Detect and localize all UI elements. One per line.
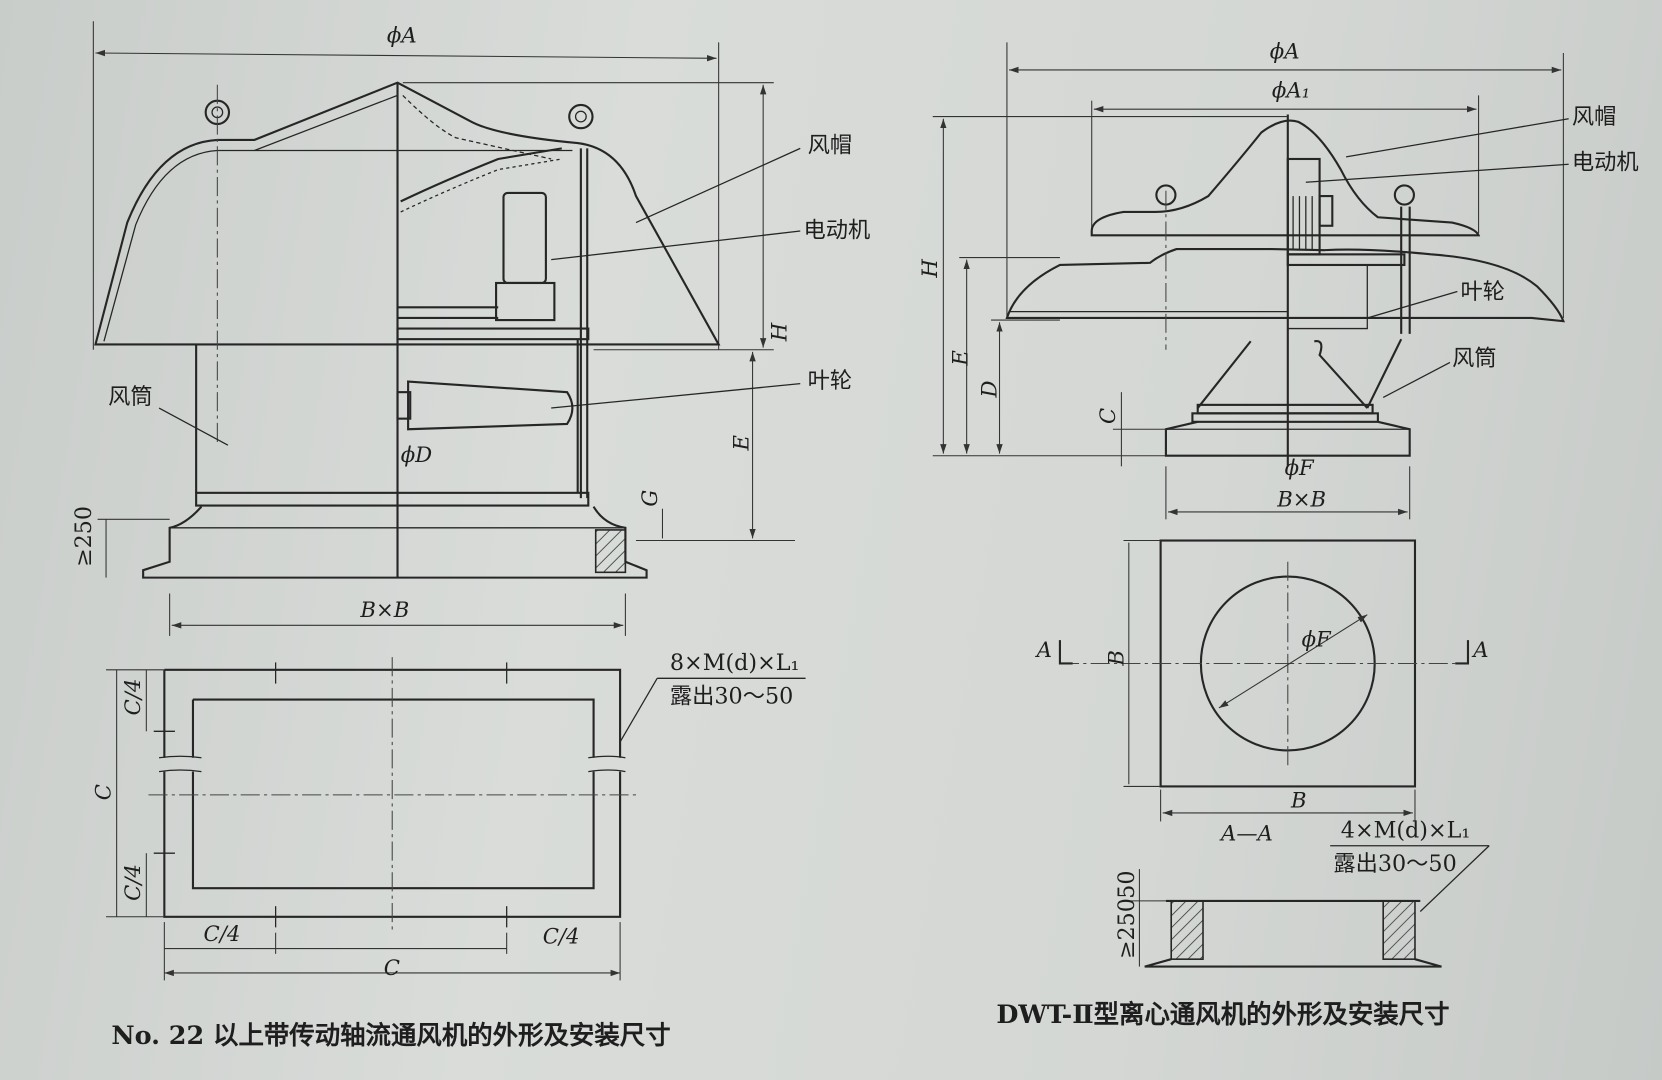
dim-C4-left: C/4 — [204, 921, 241, 946]
dim-50: 50 — [1114, 870, 1140, 898]
dim-min250: ≥250 — [71, 506, 97, 567]
dim-phiF-plan: ϕF — [1302, 627, 1332, 652]
impeller — [407, 380, 574, 431]
fan-cap-right — [1090, 119, 1481, 237]
label-duct-right: 风筒 — [1452, 346, 1497, 372]
label-impeller-right: 叶轮 — [1461, 279, 1506, 305]
impeller — [1287, 264, 1368, 330]
label-motor-right: 电动机 — [1572, 150, 1639, 176]
dim-phiF: ϕF — [1285, 455, 1315, 480]
centrifugal-fan-drawing: ϕA ϕA₁ H E D — [917, 38, 1639, 1028]
label-motor: 电动机 — [803, 217, 870, 243]
lifting-eye-right — [1393, 184, 1415, 206]
dim-C-right: C — [1095, 408, 1120, 424]
fan-cap — [94, 81, 721, 346]
dim-BxB: B×B — [359, 597, 409, 622]
label-cap: 风帽 — [808, 133, 853, 159]
section-mark-right: A — [1471, 637, 1488, 662]
duct-base — [142, 505, 648, 579]
dim-C-bottom: C — [384, 955, 400, 980]
label-cap-right: 风帽 — [1572, 104, 1617, 130]
dim-D: D — [976, 380, 1001, 398]
motor — [502, 191, 547, 285]
bolt-note: 8×M(d)×L₁ — [670, 650, 800, 676]
bolt-expose: 露出30～50 — [670, 684, 793, 710]
dim-C4-bottom: C/4 — [120, 864, 145, 901]
dim-B-side: B — [1104, 650, 1129, 667]
dim-H: H — [766, 322, 791, 342]
dim-B-bottom: B — [1290, 788, 1307, 813]
dim-phiA: ϕA — [387, 22, 417, 47]
section-mark-left: A — [1035, 637, 1052, 662]
dim-phiD: ϕD — [401, 442, 432, 467]
duct-flange — [195, 491, 590, 507]
label-duct: 风筒 — [108, 384, 152, 410]
axial-fan-drawing: ϕA — [71, 21, 870, 1050]
dim-E-right: E — [948, 350, 973, 367]
dim-C4-top: C/4 — [120, 679, 145, 716]
left-caption: No. 22 以上带传动轴流通风机的外形及安装尺寸 — [111, 1020, 670, 1050]
dim-E: E — [728, 434, 753, 451]
bolt-note-right: 4×M(d)×L₁ — [1341, 817, 1471, 843]
dim-H-right: H — [917, 259, 942, 279]
lifting-eye-right — [568, 103, 594, 130]
dim-min250-right: ≥250 — [1114, 898, 1140, 959]
dim-BxB-right: B×B — [1276, 487, 1326, 512]
dim-C-side: C — [90, 784, 115, 800]
lower-cone — [1005, 248, 1565, 323]
label-impeller: 叶轮 — [808, 368, 853, 394]
bolt-expose-right: 露出30～50 — [1333, 851, 1456, 877]
dim-C4-right: C/4 — [543, 923, 580, 948]
dim-G: G — [637, 490, 662, 507]
duct — [1196, 338, 1403, 409]
right-caption: DWT-Ⅱ型离心通风机的外形及安装尺寸 — [996, 999, 1449, 1029]
base-section-view — [1128, 869, 1442, 968]
base-plan-view — [106, 657, 806, 981]
base-plan-view-right — [1058, 539, 1470, 822]
dim-phiA-right: ϕA — [1270, 38, 1300, 63]
section-label: A—A — [1219, 820, 1273, 845]
dim-phiA1: ϕA₁ — [1272, 78, 1310, 103]
